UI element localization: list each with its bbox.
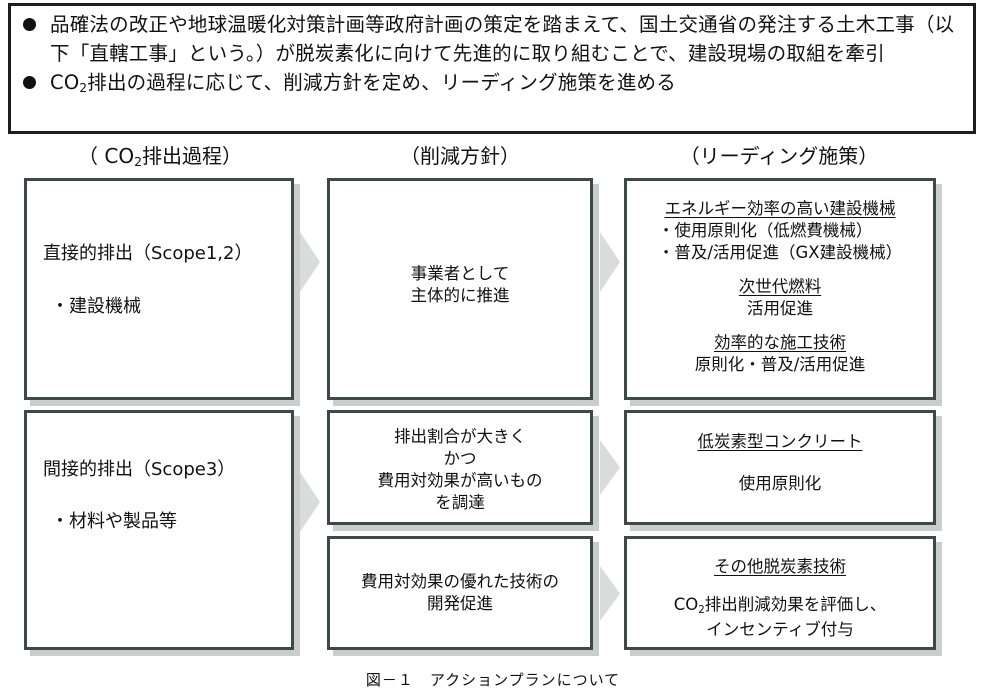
indirect-emission-title: 間接的排出（Scope3） — [43, 459, 236, 480]
arrow-right-icon — [300, 472, 320, 532]
arrow-right-icon — [300, 232, 320, 292]
measure-body-efficient-construction: 原則化・普及/活用促進 — [694, 355, 866, 374]
measure-heading-next-gen-fuel: 次世代燃料 — [738, 277, 822, 296]
policy-box-development: 費用対効果の優れた技術の 開発促進 — [327, 536, 593, 650]
summary-bullet-2: CO2排出の過程に応じて、削減方針を定め、リーディング施策を進める — [23, 68, 963, 100]
measure-body-other-tech-1: CO2排出削減効果を評価し、 — [673, 595, 887, 616]
process-box-indirect: 間接的排出（Scope3） ・材料や製品等 — [24, 410, 294, 650]
measures-3-text: その他脱炭素技術 CO2排出削減効果を評価し、 インセンティブ付与 — [627, 556, 933, 641]
bullet-dot-icon — [23, 76, 36, 89]
column-heading-process: （ CO2排出過程） — [78, 144, 242, 170]
measure-heading-efficient-construction: 効率的な施工技術 — [714, 333, 846, 352]
direct-emission-title: 直接的排出（Scope1,2） — [43, 243, 253, 264]
measure-heading-other-tech: その他脱炭素技術 — [714, 557, 846, 576]
measures-box-machinery: エネルギー効率の高い建設機械 ・使用原則化（低燃費機械） ・普及/活用促進（GX… — [624, 178, 936, 400]
measure-item-low-fuel: ・使用原則化（低燃費機械） — [657, 221, 873, 240]
process-box-direct: 直接的排出（Scope1,2） ・建設機械 — [24, 178, 294, 400]
measures-box-concrete: 低炭素型コンクリート 使用原則化 — [624, 410, 936, 525]
summary-bullet-2-text: CO2排出の過程に応じて、削減方針を定め、リーディング施策を進める — [50, 71, 676, 96]
measure-body-other-tech-2: インセンティブ付与 — [706, 620, 854, 639]
measures-1-text: エネルギー効率の高い建設機械 ・使用原則化（低燃費機械） ・普及/活用促進（GX… — [627, 198, 933, 376]
measure-heading-low-carbon-concrete: 低炭素型コンクリート — [697, 432, 863, 451]
measure-item-gx: ・普及/活用促進（GX建設機械） — [657, 243, 903, 262]
column-heading-policy: （削減方針） — [400, 144, 520, 168]
policy-3-text: 費用対効果の優れた技術の 開発促進 — [361, 572, 559, 613]
arrow-right-icon — [600, 440, 620, 495]
arrow-right-icon — [600, 232, 620, 292]
measure-body-low-carbon-concrete: 使用原則化 — [738, 474, 822, 493]
measures-2-text: 低炭素型コンクリート 使用原則化 — [627, 431, 933, 495]
measure-heading-efficient-machinery: エネルギー効率の高い建設機械 — [664, 199, 896, 218]
summary-bullet-1-text: 品確法の改正や地球温暖化対策計画等政府計画の策定を踏まえて、国土交通省の発注する… — [50, 13, 955, 65]
direct-emission-item: ・建設機械 — [51, 296, 141, 317]
bullet-dot-icon — [23, 18, 36, 31]
policy-1-text: 事業者として 主体的に推進 — [410, 264, 510, 305]
arrow-right-icon — [600, 566, 620, 621]
indirect-emission-item: ・材料や製品等 — [51, 511, 177, 532]
measure-body-next-gen-fuel: 活用促進 — [747, 299, 813, 318]
policy-box-procurement: 排出割合が大きく かつ 費用対効果が高いもの を調達 — [327, 410, 593, 525]
figure-caption: 図－１ アクションプランについて — [365, 671, 621, 689]
summary-box: 品確法の改正や地球温暖化対策計画等政府計画の策定を踏まえて、国土交通省の発注する… — [8, 3, 976, 134]
policy-box-self-driven: 事業者として 主体的に推進 — [327, 178, 593, 400]
summary-bullet-1: 品確法の改正や地球温暖化対策計画等政府計画の策定を踏まえて、国土交通省の発注する… — [23, 10, 963, 68]
policy-2-text: 排出割合が大きく かつ 費用対効果が高いもの を調達 — [377, 427, 543, 512]
measures-box-other-tech: その他脱炭素技術 CO2排出削減効果を評価し、 インセンティブ付与 — [624, 536, 936, 650]
column-heading-measures: （リーディング施策） — [679, 144, 879, 168]
